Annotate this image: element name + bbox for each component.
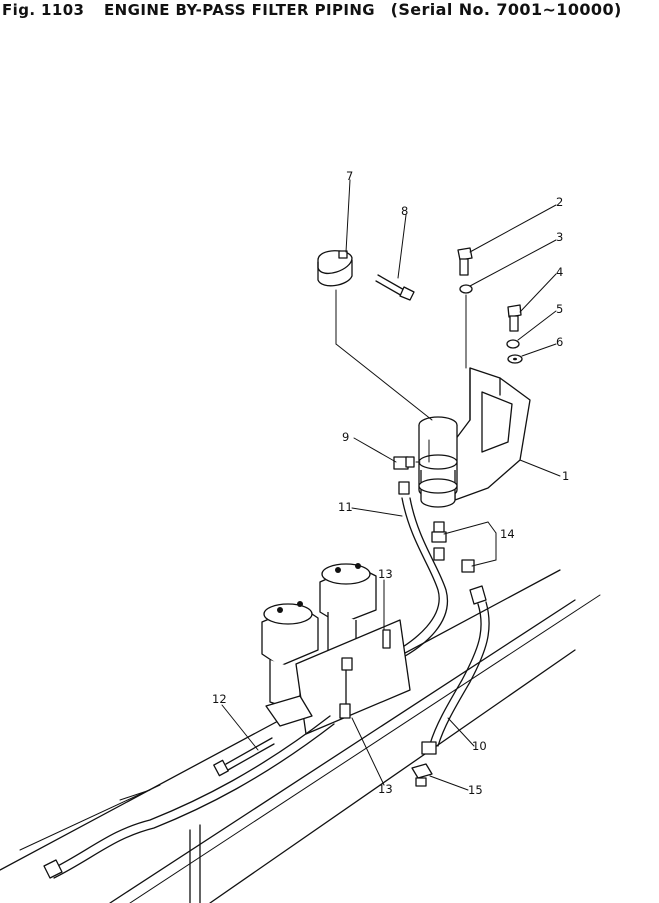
- figure-title: ENGINE BY-PASS FILTER PIPING: [104, 1, 375, 19]
- callout-5: 5: [556, 302, 563, 316]
- callout-14: 14: [500, 527, 515, 541]
- cap-bolt: [335, 567, 341, 573]
- cap-bolt: [355, 563, 361, 569]
- leader-14a: [443, 521, 489, 535]
- figure-number: Fig. 1103: [2, 1, 85, 19]
- callout-11: 11: [338, 500, 353, 514]
- callout-9: 9: [342, 430, 349, 444]
- callout-labels: 7 8 2 3 4 5 6 1 9 11 14 13 12 10 13 15: [212, 169, 569, 797]
- filter-clamp: [317, 250, 353, 287]
- clip-13-upper: [382, 629, 391, 649]
- pipe-12: [43, 715, 335, 879]
- diagram-title: Fig. 1103 ENGINE BY-PASS FILTER PIPING (…: [2, 0, 657, 28]
- bolt-4: [507, 304, 522, 332]
- washer-5: [506, 339, 520, 349]
- callout-leaders: [221, 179, 561, 791]
- callout-1: 1: [562, 469, 569, 483]
- fitting-15: [411, 763, 433, 787]
- callout-8: 8: [401, 204, 408, 218]
- filter-bracket: [454, 367, 531, 501]
- washer-hole: [513, 357, 517, 361]
- bolt-2: [457, 247, 473, 276]
- hose-10: [421, 585, 490, 755]
- leader-14c: [487, 521, 497, 534]
- callout-13-lower: 13: [378, 782, 393, 796]
- clamp-bolt: [375, 274, 415, 301]
- callout-3: 3: [556, 230, 563, 244]
- clip-13-lower: [339, 657, 353, 719]
- callout-15: 15: [468, 783, 483, 797]
- callout-12: 12: [212, 692, 227, 706]
- cap-bolt: [277, 607, 283, 613]
- washer-3: [459, 284, 473, 294]
- connector-14: [431, 521, 475, 573]
- bypass-filter: [418, 416, 458, 508]
- leader-14b: [471, 559, 497, 567]
- cap-bolt: [297, 601, 303, 607]
- callout-2: 2: [556, 195, 563, 209]
- callout-10: 10: [472, 739, 487, 753]
- callout-6: 6: [556, 335, 563, 349]
- elbow-fitting-9: [393, 456, 421, 495]
- callout-7: 7: [346, 169, 353, 183]
- serial-range: (Serial No. 7001~10000): [390, 0, 622, 19]
- oil-filter-housings: [261, 563, 411, 735]
- callout-4: 4: [556, 265, 563, 279]
- callout-13-upper: 13: [378, 567, 393, 581]
